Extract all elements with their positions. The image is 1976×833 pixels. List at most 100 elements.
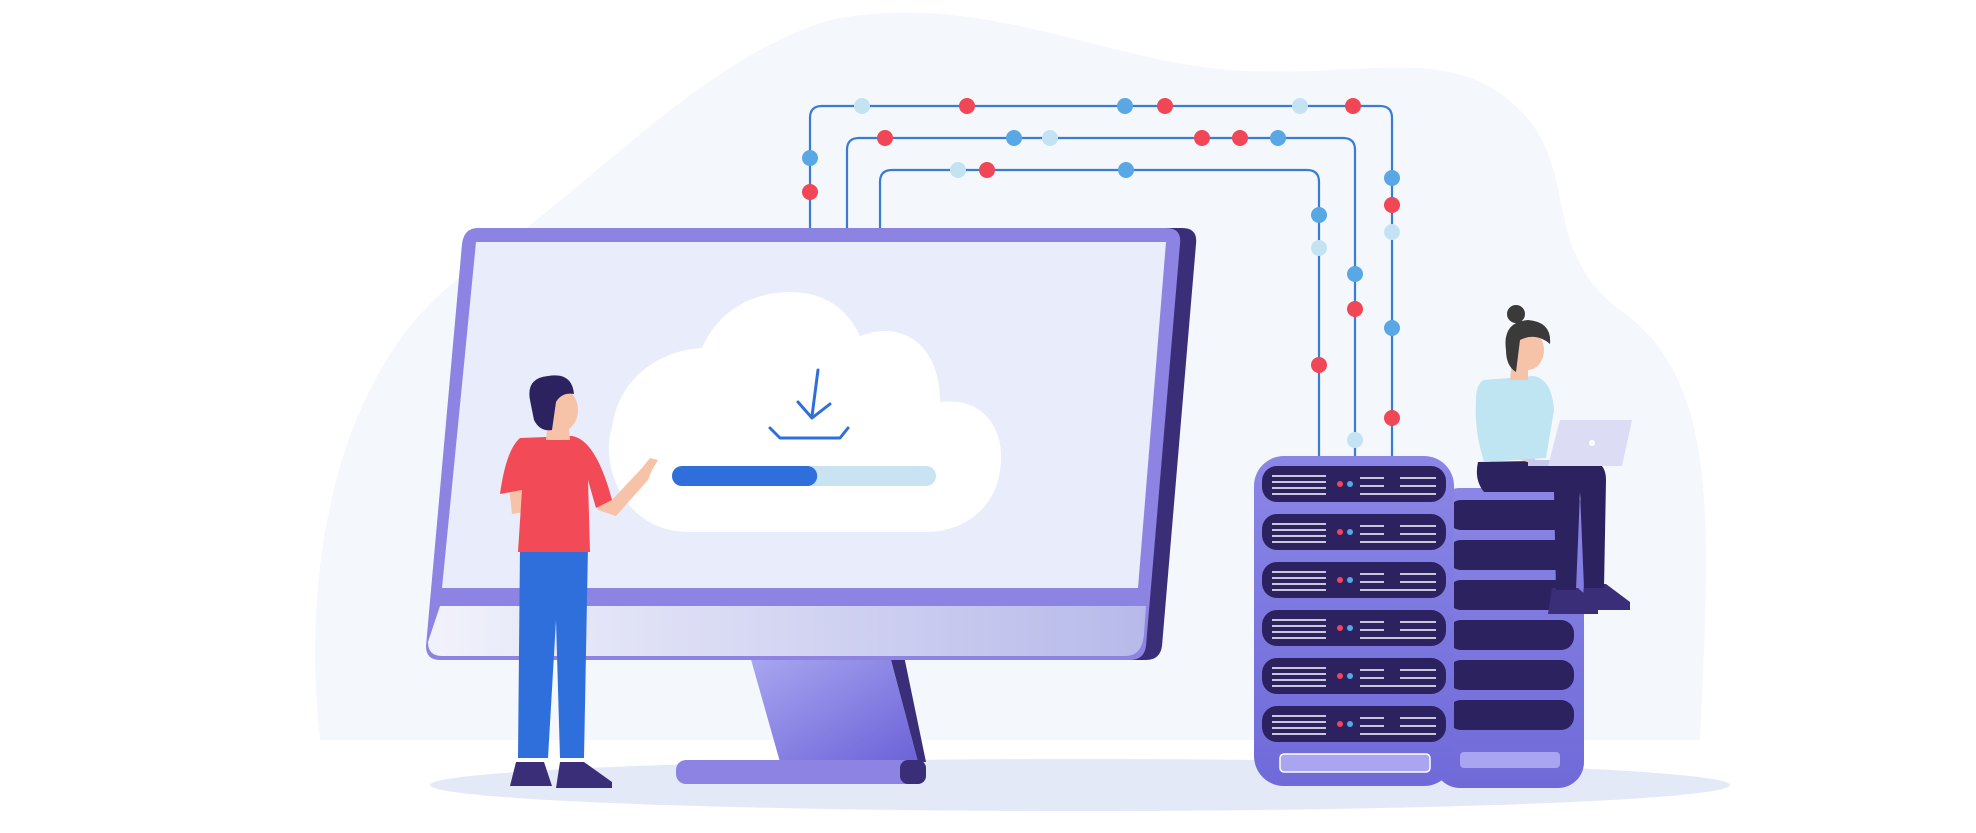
packet-node (1118, 162, 1134, 178)
led (1347, 721, 1353, 727)
packet-node (1311, 207, 1327, 223)
download-progress-bar (672, 466, 936, 486)
packet-node (802, 184, 818, 200)
server-base-panel (1460, 752, 1560, 768)
packet-node (1384, 320, 1400, 336)
packet-node (1042, 130, 1058, 146)
woman-top (1475, 376, 1554, 462)
monitor-stand (750, 656, 918, 762)
packet-node (1347, 301, 1363, 317)
vent-lines (1272, 667, 1326, 687)
led (1337, 577, 1343, 583)
monitor-chin (428, 606, 1146, 656)
man-figure (500, 375, 658, 788)
server-unit (1262, 514, 1446, 550)
server-rack-front (1254, 456, 1454, 786)
drive-lines (1360, 573, 1436, 591)
drive-lines (1360, 621, 1436, 639)
download-tray (768, 426, 850, 440)
server-unit (1262, 562, 1446, 598)
packet-node (1347, 432, 1363, 448)
led (1337, 673, 1343, 679)
woman-hair (1505, 320, 1551, 372)
man-legs (518, 546, 588, 758)
cable-inner (878, 168, 1321, 460)
led (1337, 625, 1343, 631)
woman-figure (1475, 305, 1632, 614)
man-hair (529, 375, 574, 431)
led (1347, 625, 1353, 631)
cable-outer (808, 104, 1394, 460)
network-cables (808, 104, 1394, 460)
woman-shoe (1582, 584, 1630, 610)
monitor-stand-side (890, 656, 926, 762)
man-arm-pointing (596, 458, 658, 516)
monitor-foot-shadow (900, 760, 926, 784)
led (1347, 481, 1353, 487)
man-shoe-left (510, 762, 552, 786)
server-unit (1262, 610, 1446, 646)
monitor-foot (676, 760, 926, 784)
led (1347, 577, 1353, 583)
packet-node (1006, 130, 1022, 146)
man-shirt (500, 436, 612, 552)
vent-lines (1272, 523, 1326, 543)
download-arrow (810, 368, 820, 418)
cable-middle (845, 136, 1357, 460)
vent-lines (1272, 571, 1326, 591)
packet-node (1347, 266, 1363, 282)
packet-node (1311, 357, 1327, 373)
packet-node (1311, 240, 1327, 256)
progress-fill (672, 466, 818, 486)
packet-node (1345, 98, 1361, 114)
server-unit (1262, 658, 1446, 694)
packet-node (1232, 130, 1248, 146)
packet-node (1157, 98, 1173, 114)
led (1337, 721, 1343, 727)
laptop-logo-icon (1589, 440, 1595, 446)
packet-node (854, 98, 870, 114)
packet-node (877, 130, 893, 146)
packet-node (1384, 224, 1400, 240)
server-base-panel (1279, 753, 1431, 773)
server-unit (1262, 706, 1446, 742)
server-leds (1337, 481, 1353, 727)
server-unit (1448, 540, 1574, 570)
vent-lines (1272, 619, 1326, 639)
vent-lines (1272, 715, 1326, 735)
server-unit (1448, 620, 1574, 650)
man-shoe-right (556, 762, 612, 788)
packet-node (1292, 98, 1308, 114)
packet-node (959, 98, 975, 114)
packet-node (1384, 197, 1400, 213)
packet-node (1117, 98, 1133, 114)
woman-legs (1476, 460, 1606, 590)
server-rack-back (1434, 488, 1584, 788)
packet-node (1194, 130, 1210, 146)
server-unit (1448, 500, 1574, 530)
woman-hair-bun (1507, 305, 1525, 323)
drive-lines (1360, 477, 1436, 495)
packet-node (1384, 410, 1400, 426)
packet-node (1384, 170, 1400, 186)
vent-lines (1272, 475, 1326, 495)
led (1337, 481, 1343, 487)
server-slot-lines (1272, 475, 1436, 735)
packet-node (1270, 130, 1286, 146)
led (1337, 529, 1343, 535)
packet-node (950, 162, 966, 178)
server-unit (1262, 466, 1446, 502)
led (1347, 673, 1353, 679)
server-unit (1448, 580, 1574, 610)
packet-node (802, 150, 818, 166)
led (1347, 529, 1353, 535)
packet-node (979, 162, 995, 178)
drive-lines (1360, 525, 1436, 543)
drive-lines (1360, 717, 1436, 735)
download-arrow-head (796, 400, 832, 420)
data-packets (802, 98, 1400, 448)
server-unit (1448, 700, 1574, 730)
drive-lines (1360, 669, 1436, 687)
server-unit (1448, 660, 1574, 690)
